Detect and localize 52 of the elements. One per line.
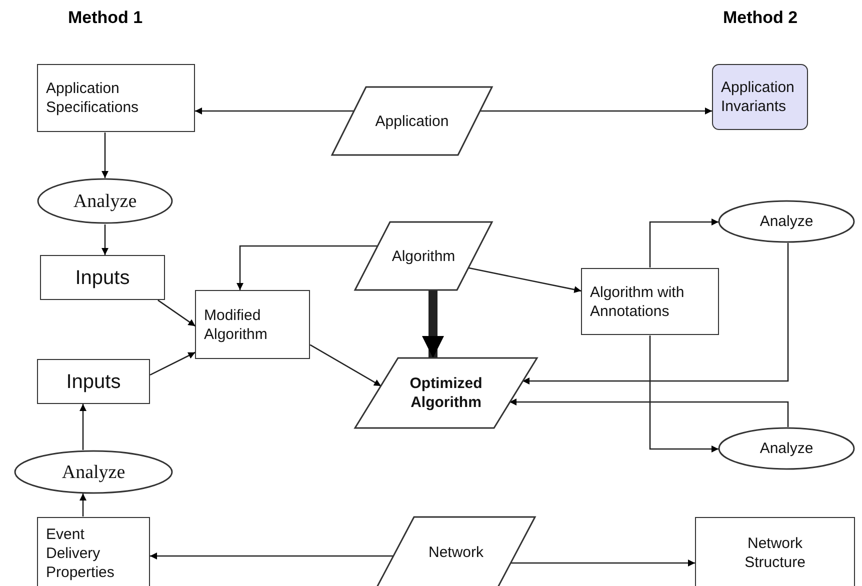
arrow bbox=[480, 108, 712, 114]
node-label: Application bbox=[375, 112, 449, 130]
method-heading: Method 2 bbox=[723, 8, 798, 28]
arrow bbox=[102, 132, 108, 178]
node-label: Network bbox=[428, 542, 484, 562]
node-label: Modified Algorithm bbox=[204, 306, 268, 344]
process-box bbox=[695, 517, 855, 586]
process-box bbox=[40, 255, 165, 300]
arrow bbox=[102, 224, 108, 255]
node-label: Analyze bbox=[73, 192, 137, 210]
thick-arrow bbox=[422, 290, 444, 358]
data-parallelogram bbox=[332, 87, 492, 155]
process-box bbox=[37, 64, 195, 132]
node-label: Optimized Algorithm bbox=[408, 374, 484, 412]
process-box bbox=[195, 290, 310, 359]
arrow bbox=[468, 267, 582, 293]
data-parallelogram bbox=[355, 358, 537, 428]
node-label: Event Delivery Properties bbox=[46, 524, 116, 582]
node-label: Algorithm with Annotations bbox=[590, 282, 686, 320]
arrow bbox=[310, 344, 382, 387]
arrow bbox=[510, 398, 789, 427]
method-heading: Method 1 bbox=[68, 8, 143, 28]
rounded-box bbox=[712, 64, 808, 130]
node-label: Application Specifications bbox=[46, 79, 140, 117]
node-label: Analyze bbox=[62, 462, 126, 482]
process-ellipse bbox=[718, 427, 855, 470]
node-label: Inputs bbox=[66, 370, 121, 392]
arrow bbox=[80, 494, 86, 516]
node-label: Analyze bbox=[760, 439, 814, 458]
process-box bbox=[37, 517, 150, 586]
node-label: Inputs bbox=[75, 266, 130, 288]
arrow bbox=[150, 552, 393, 560]
arrow bbox=[522, 243, 789, 384]
arrow bbox=[649, 218, 718, 268]
data-parallelogram bbox=[377, 517, 535, 586]
data-parallelogram bbox=[355, 222, 492, 290]
node-label: Network Structure bbox=[744, 534, 806, 572]
arrow bbox=[158, 300, 196, 327]
arrow bbox=[150, 352, 196, 376]
arrow bbox=[236, 245, 378, 290]
process-ellipse bbox=[14, 450, 173, 494]
process-box bbox=[581, 268, 719, 335]
process-ellipse bbox=[37, 178, 173, 224]
node-label: Algorithm bbox=[392, 246, 456, 266]
arrow bbox=[649, 336, 718, 452]
arrow bbox=[80, 404, 86, 450]
node-label: Analyze bbox=[760, 212, 814, 231]
arrow bbox=[511, 560, 695, 566]
process-ellipse bbox=[718, 200, 855, 243]
arrow bbox=[195, 108, 354, 114]
process-box bbox=[37, 359, 150, 404]
node-label: Application Invariants bbox=[721, 78, 796, 116]
